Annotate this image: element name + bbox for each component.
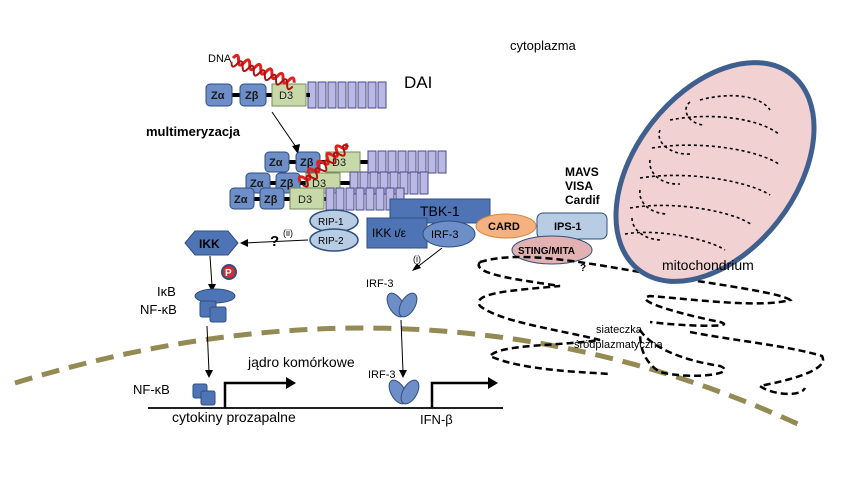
nuclear-membrane [14,325,802,428]
er-label-line2: śródplazmatyczna [574,339,664,351]
dai-label: DAI [404,73,432,92]
ifnb-label: IFN-β [420,412,453,427]
sting-node [511,235,593,265]
mitochondrion [613,60,817,284]
svg-text:Zα: Zα [211,90,225,102]
question-mark-rip: ? [270,233,279,250]
ii-label: (ii) [283,228,293,238]
svg-text:Zα: Zα [250,178,264,190]
rip-complex: RIP-1 RIP-2 [309,209,359,252]
ikk-label: IKK [199,237,220,251]
irf3-label-cyto: IRF-3 [366,278,394,290]
visa-label: VISA [565,179,593,193]
irf3-label-nucleus: IRF-3 [368,369,396,381]
dai-monomer: Zα Zβ D3 [205,53,387,109]
svg-text:IPS-1: IPS-1 [554,221,582,233]
card-node [475,213,537,239]
z-beta-domain [239,83,267,107]
nucleus-label: jądro komórkowe [247,354,355,370]
dai-monomer-repeats [307,81,387,109]
svg-text:Zβ: Zβ [245,90,259,102]
dna-label: DNA [208,53,232,65]
irf3-dimer-cyto [386,292,418,318]
svg-text:RIP-1: RIP-1 [318,217,344,228]
svg-text:Zα: Zα [269,157,283,169]
ifnb-promoter-arrow [430,381,490,408]
svg-text:Zβ: Zβ [300,157,314,169]
multimerization-label: multimeryzacja [146,124,241,139]
cytoplasm-label: cytoplazma [510,38,577,53]
mavs-label: MAVS [565,165,599,179]
svg-text:P: P [225,268,232,279]
svg-text:IRF-3: IRF-3 [431,229,459,241]
rip2-node [309,228,359,252]
ikk-ie-node [366,217,428,249]
svg-text:STING/MITA: STING/MITA [518,246,575,257]
nfkb-label-nucleus: NF-κB [133,382,170,397]
z-alpha-domain [205,83,233,107]
irf3-node-complex [422,220,476,248]
nfkb-nucleus [192,383,216,406]
svg-text:D3: D3 [312,178,326,190]
cardif-label: Cardif [565,193,601,207]
question-mark-sting: ? [580,263,586,274]
mitochondrium-label: mitochondrium [662,257,754,273]
ikk-node [184,230,239,256]
svg-text:Zβ: Zβ [264,194,278,206]
cytokines-label: cytokiny prozapalne [172,409,296,425]
nfkb-label-cyto: NF-κB [140,302,177,317]
er-label-line1: siateczka [596,324,643,336]
tbk1-complex: TBK-1 IKK ɩ/ε IRF-3 [366,198,491,249]
d3-domain [271,83,307,107]
svg-text:Zβ: Zβ [280,178,294,190]
ikb-label: IκB [157,284,176,299]
svg-text:D3: D3 [279,90,293,102]
i-label: (i) [413,254,421,264]
svg-text:RIP-2: RIP-2 [318,236,344,247]
multimerization-arrow [271,111,299,151]
irf3-dimer-nucleus [388,379,420,405]
svg-text:D3: D3 [298,194,312,206]
svg-text:IKK ɩ/ε: IKK ɩ/ε [372,226,407,240]
phospho-badge [221,264,237,280]
svg-text:TBK-1: TBK-1 [420,203,460,219]
endoplasmic-reticulum [477,255,825,396]
ikb-nfkb-complex [194,288,236,323]
svg-text:CARD: CARD [488,221,520,233]
cytokine-promoter-arrow [223,381,288,408]
svg-text:Zα: Zα [234,194,248,206]
